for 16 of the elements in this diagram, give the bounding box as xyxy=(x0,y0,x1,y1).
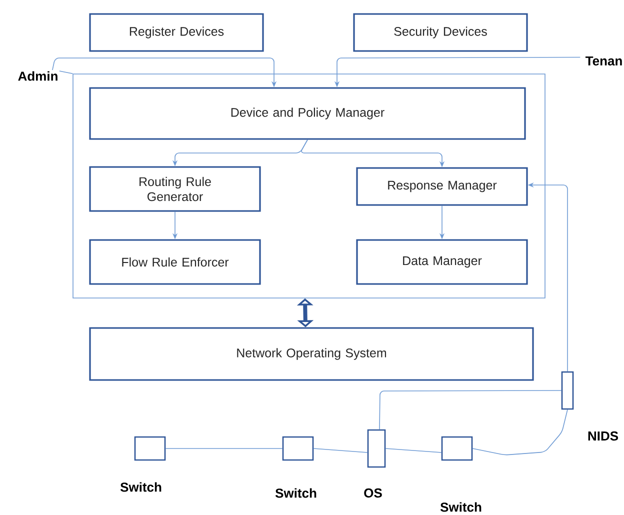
component-box: Response Manager xyxy=(356,167,528,206)
component-box: Register Devices xyxy=(89,13,264,52)
device-label: Switch xyxy=(120,482,162,492)
component-box: Security Devices xyxy=(353,13,528,52)
device-label: OS xyxy=(364,488,382,498)
actor-label: Admin xyxy=(18,71,58,81)
device-label: Switch xyxy=(275,488,316,498)
component-box: Network Operating System xyxy=(89,327,534,381)
actor-label: Tenan xyxy=(585,56,622,66)
component-box: Data Manager xyxy=(356,239,528,285)
device-label: NIDS xyxy=(588,431,618,441)
component-box: Device and Policy Manager xyxy=(89,87,526,140)
boundary-frame xyxy=(72,74,546,298)
device-label: Switch xyxy=(440,502,482,512)
component-box: Flow Rule Enforcer xyxy=(89,239,261,285)
component-box: Routing Rule Generator xyxy=(89,166,261,212)
